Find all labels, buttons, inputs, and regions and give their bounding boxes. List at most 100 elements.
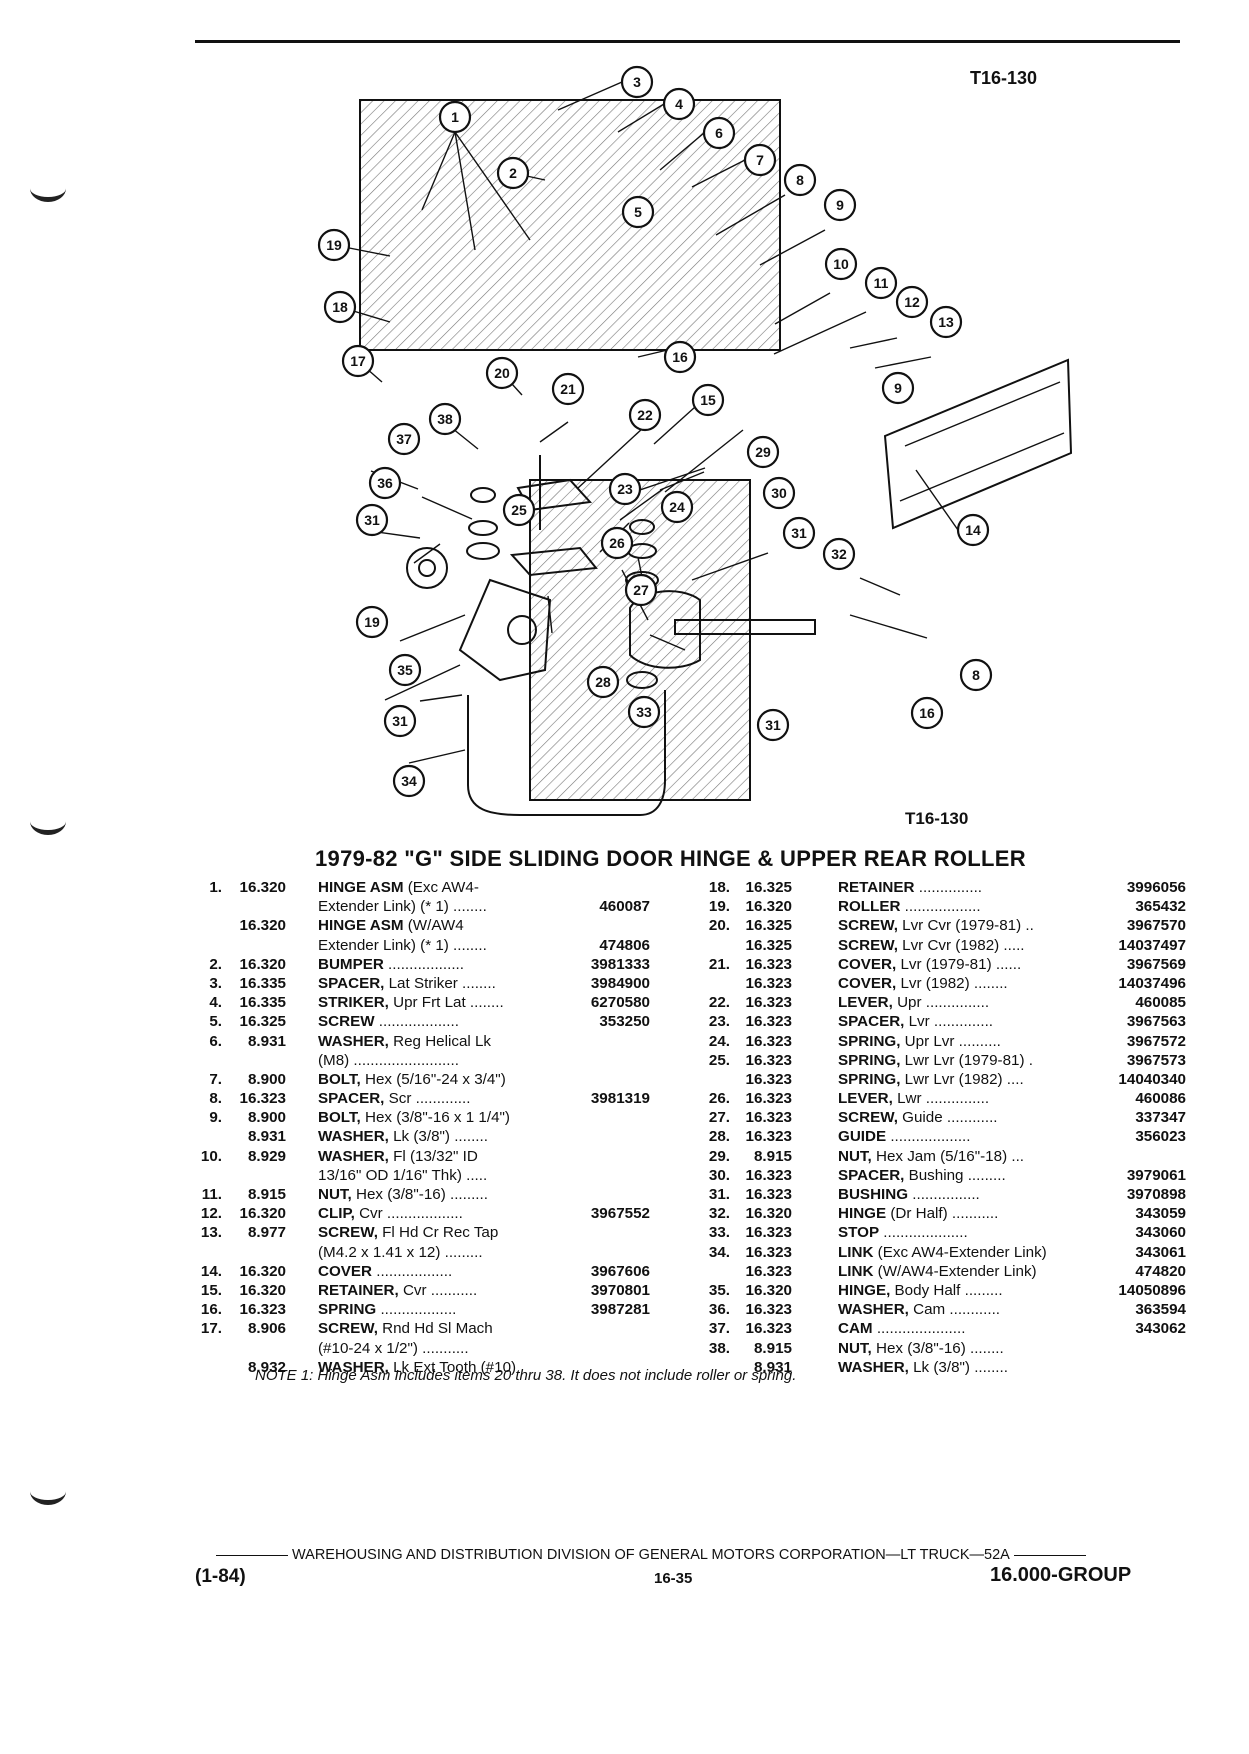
item-number: 18. (708, 879, 730, 896)
part-detail: Lvr Cvr (1982) ..... (897, 936, 1025, 954)
footer-dash-right (1013, 1554, 1086, 1556)
figure-code-bottom: T16-130 (905, 809, 969, 828)
callout-9: 9 (823, 188, 857, 222)
part-description: GUIDE ................... (838, 1127, 1116, 1146)
item-number: 21. (708, 955, 730, 973)
callout-8b: 8 (959, 658, 993, 692)
part-description: ROLLER .................. (838, 897, 1116, 916)
svg-text:31: 31 (765, 717, 781, 733)
part-name: LINK (838, 1262, 874, 1280)
footnote: NOTE 1: Hinge Asm Includes items 20 thru… (255, 1367, 797, 1384)
callout-33: 33 (627, 695, 661, 729)
group-number: 16.320 (239, 1205, 286, 1223)
part-number: 3970801 (590, 1281, 650, 1299)
roller-19 (406, 547, 448, 589)
part-description: COVER .................. (318, 1262, 588, 1281)
parts-list-row: Extender Link) (* 1) ........460087 (190, 897, 668, 916)
callout-20: 20 (485, 356, 519, 390)
group-number: 8.929 (247, 1147, 286, 1165)
svg-text:25: 25 (511, 502, 527, 518)
group-number: 16.320 (745, 1281, 792, 1299)
item-number: 29. (708, 1147, 730, 1165)
part-detail: Cvr .................. (354, 1205, 463, 1223)
part-detail: (#10-24 x 1/2") ........... (318, 1339, 469, 1357)
group-number: 16.325 (745, 879, 792, 896)
part-detail: Hex (3/8"-16) ........ (871, 1339, 1004, 1357)
group-number: 16.323 (745, 1051, 792, 1069)
item-number: 19. (708, 898, 730, 916)
part-detail: Lk Ext Tooth (#10) (388, 1358, 517, 1376)
part-number: 14037496 (1118, 974, 1186, 992)
group-number: 8.931 (247, 1032, 286, 1050)
callout-7: 7 (743, 143, 777, 177)
group-number: 8.900 (247, 1109, 286, 1127)
group-number: 16.323 (239, 1301, 286, 1319)
item-number: 36. (708, 1301, 730, 1319)
group-number: 16.323 (745, 1128, 792, 1146)
part-detail: .................. (900, 898, 981, 916)
part-detail: Extender Link) (* 1) ........ (318, 898, 487, 916)
svg-text:16: 16 (672, 349, 688, 365)
svg-text:3: 3 (633, 74, 641, 90)
callout-21: 21 (551, 372, 585, 406)
callout-19b: 19 (355, 605, 389, 639)
group-number: 8.931 (753, 1358, 792, 1376)
part-description: SPRING, Upr Lvr .......... (838, 1032, 1116, 1051)
part-description: CLIP, Cvr .................. (318, 1204, 588, 1223)
footer-group: 16.000-GROUP (990, 1564, 1132, 1586)
part-name: HINGE ASM (318, 917, 404, 935)
part-description: SCREW, Guide ............ (838, 1108, 1116, 1127)
top-rule (195, 40, 1180, 43)
part-name: NUT, (838, 1339, 872, 1357)
footer-division: WAREHOUSING AND DISTRIBUTION DIVISION OF… (292, 1547, 1010, 1563)
part-name: NUT, (318, 1186, 352, 1203)
part-name: SPRING, (838, 1051, 901, 1069)
part-number: 353250 (599, 1013, 650, 1031)
callout-38: 38 (428, 402, 462, 436)
callout-37: 37 (387, 422, 421, 456)
part-description: COVER, Lvr (1982) ........ (838, 974, 1116, 993)
group-number: 16.323 (745, 1090, 792, 1108)
part-detail: Lat Striker ........ (384, 974, 496, 992)
group-number: 16.323 (745, 955, 792, 973)
part-description: BOLT, Hex (3/8"-16 x 1 1/4") (318, 1108, 588, 1127)
callout-31c: 31 (383, 704, 417, 738)
group-number: 16.320 (239, 955, 286, 973)
part-description: SCREW ................... (318, 1012, 588, 1031)
body-half-hinge-lower (458, 578, 552, 682)
part-name: SPACER, (838, 1166, 905, 1184)
group-number: 16.325 (745, 936, 792, 954)
part-number: 3967570 (1126, 917, 1186, 935)
part-number: 14037497 (1118, 936, 1186, 954)
item-number: 17. (200, 1320, 222, 1338)
callout-24: 24 (660, 490, 694, 524)
part-name: HINGE, (838, 1281, 891, 1299)
item-number: 31. (708, 1186, 730, 1203)
callout-25: 25 (502, 493, 536, 527)
part-detail: Lvr (1979-81) ...... (896, 955, 1022, 973)
svg-text:17: 17 (350, 353, 366, 369)
group-number: 16.323 (745, 1243, 792, 1261)
svg-text:33: 33 (636, 704, 652, 720)
group-number: 16.320 (239, 917, 286, 935)
part-detail: (M8) ......................... (318, 1051, 459, 1069)
part-number: 3984900 (590, 974, 650, 992)
svg-text:19: 19 (326, 237, 342, 253)
callout-15: 15 (691, 383, 725, 417)
group-number: 16.320 (239, 1262, 286, 1280)
part-name: STOP (838, 1224, 880, 1242)
